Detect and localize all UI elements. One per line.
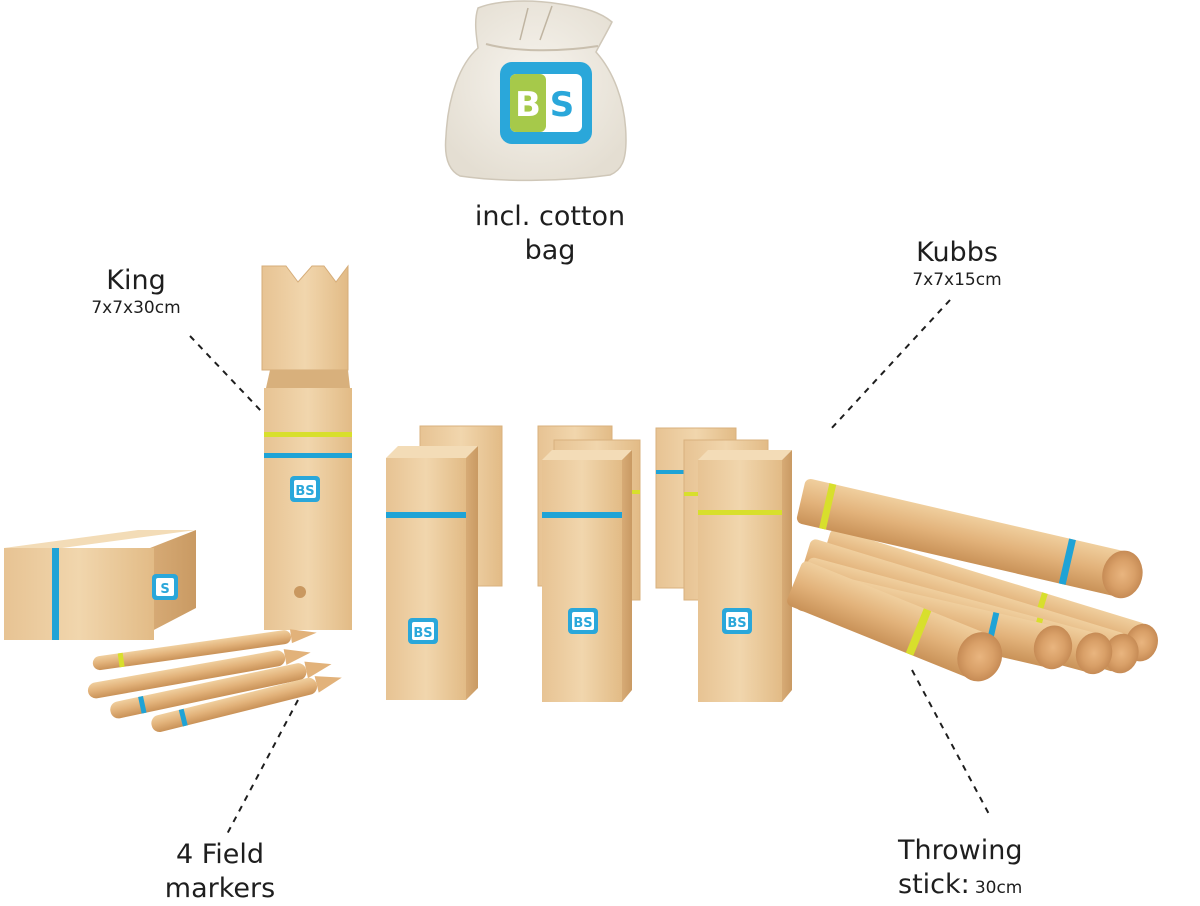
kubb-front-2: BS: [542, 450, 632, 702]
stick-leader: [911, 669, 991, 817]
stick-label-line1: Throwing: [898, 835, 1023, 866]
stick-label-size: 30cm: [974, 878, 1023, 898]
king-leader: [189, 335, 263, 413]
svg-text:BS: BS: [573, 616, 592, 631]
bag-label-line1: incl. cotton: [474, 201, 626, 232]
king-label: King 7x7x30cm: [66, 264, 206, 318]
markers-label-line1: 4 Field: [175, 839, 265, 870]
bag-label: incl. cotton bag: [430, 200, 670, 268]
kubbs-label: Kubbs 7x7x15cm: [882, 236, 1032, 290]
bag-label-line2: bag: [524, 235, 576, 266]
svg-text:BS: BS: [727, 616, 746, 631]
svg-text:S: S: [160, 582, 169, 597]
markers-leader: [225, 699, 299, 837]
markers-label: 4 Field markers: [130, 838, 310, 906]
king-label-size: 7x7x30cm: [91, 298, 181, 318]
markers-label-line2: markers: [164, 873, 276, 904]
king-piece: BS: [261, 264, 352, 630]
svg-text:S: S: [550, 85, 575, 125]
svg-text:BS: BS: [413, 626, 432, 641]
throwing-sticks: [787, 478, 1158, 682]
kubbs-label-size: 7x7x15cm: [912, 270, 1002, 290]
cotton-bag: B S: [444, 0, 627, 182]
kubb-front-1: BS: [386, 446, 478, 700]
stick-label: Throwing stick: 30cm: [898, 834, 1098, 902]
kubbs-label-name: Kubbs: [916, 237, 998, 268]
svg-text:BS: BS: [295, 484, 314, 499]
kubb-front-3: BS: [698, 450, 792, 702]
svg-text:B: B: [515, 85, 541, 125]
leader-lines: [189, 299, 991, 837]
field-markers: [87, 629, 342, 733]
stick-label-line2: stick:: [898, 869, 970, 900]
kubbs-group: BS BS BS: [386, 425, 792, 702]
king-label-name: King: [106, 265, 166, 296]
kubb-lying: S: [4, 530, 196, 640]
kubbs-leader: [829, 299, 951, 431]
bag-logo: B S: [500, 62, 592, 144]
